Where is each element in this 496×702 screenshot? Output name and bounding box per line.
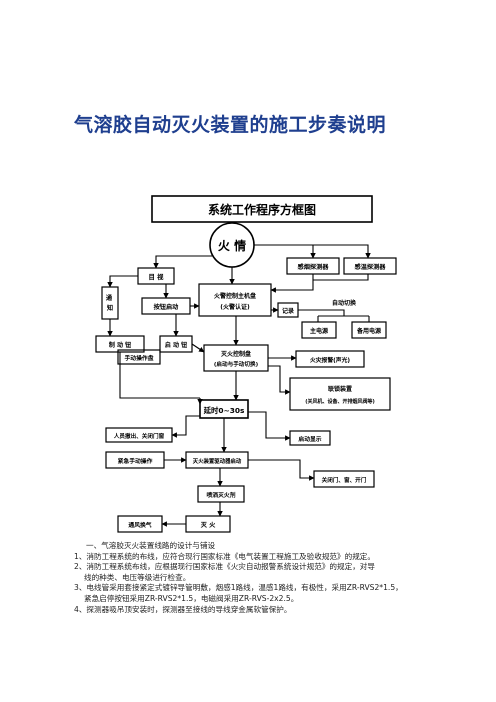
- disable-button-label: 制 动 钮: [109, 341, 131, 349]
- extinguisher-start-label: 灭火装置驱动器启动: [192, 457, 242, 465]
- paragraph-3: 3、电线管采用套接紧定式镀锌导管明敷，烟感1路线，温感1路线，有极性，采用ZR-…: [74, 583, 403, 593]
- document-title: 气溶胶自动灭火装置的施工步奏说明: [74, 114, 387, 136]
- manual-op-label: 手动操作盘: [125, 354, 154, 362]
- ventilate-label: 通风换气: [128, 521, 151, 529]
- paragraph-4: 4、探测器吸吊顶安装时，探测器至接线的导线穿金属软管保护。: [74, 604, 292, 614]
- controller-box: [198, 283, 272, 317]
- paragraph-1: 1、消防工程系统的布线，应符合现行国家标准《电气装置工程施工及验收规范》的规定。: [74, 551, 375, 561]
- record-label: 记录: [282, 307, 294, 315]
- paragraph-3-cont: 紧急启停按钮采用ZR-RVS2*1.5，电磁阀采用ZR-RVS-2x2.5。: [84, 593, 299, 603]
- delay-label: 延时0~30s: [203, 406, 245, 415]
- evacuate-label: 人员撤出、关闭门窗: [113, 432, 165, 440]
- emergency-start-label: 按钮启动: [154, 303, 179, 311]
- notify-label: 通 知: [106, 294, 114, 312]
- smoke-detector-label: 感烟探测器: [298, 263, 330, 271]
- fire-label: 火 情: [218, 238, 246, 253]
- start-button-label: 启 动 钮: [165, 341, 187, 349]
- start-indicator-label: 启动显示: [298, 435, 321, 443]
- backup-power-label: 备用电源: [356, 327, 381, 335]
- paragraph-2: 2、消防工程系统布线，应根据现行国家标准《火灾自动报警系统设计规范》的规定，对导: [74, 562, 375, 572]
- heading-box: [151, 195, 373, 223]
- notify-label-char: 知: [106, 304, 113, 312]
- controller-label-1: 火警控制主机盘: [214, 292, 256, 300]
- extinguish-label: 灭 火: [200, 521, 216, 529]
- extinguish-ctrl-label-2: (启动与手动切换): [214, 360, 259, 368]
- notify-label-text: 通: [106, 294, 113, 302]
- manual-op-box: [117, 349, 161, 365]
- linkage-box: [289, 377, 391, 411]
- heat-detector-label: 感温探测器: [355, 263, 387, 271]
- linkage-label-2: (关风机、设备、开排烟风阀等): [305, 398, 375, 405]
- visual-label: 目 视: [148, 272, 164, 281]
- emergency-stop-label: 紧急手动操作: [118, 457, 153, 465]
- auto-switch-label: 自动切换: [332, 299, 357, 307]
- notify-box: [101, 286, 119, 320]
- diagram-heading: 系统工作程序方框图: [208, 202, 316, 217]
- paragraph-heading: 一、气溶胶灭火装置线路的设计与铺设: [86, 541, 216, 550]
- paragraph-2-cont: 线的种类、电压等级进行检查。: [84, 572, 191, 582]
- controller-label-2: (火警认证): [220, 303, 250, 311]
- linkage-label-1: 联锁装置: [328, 385, 352, 393]
- close-door-label: 关闭门、窗、开门: [322, 476, 367, 484]
- main-power-label: 主电源: [310, 327, 328, 335]
- extinguish-ctrl-label-1: 灭火控制盘: [220, 350, 251, 358]
- spray-label: 喷洒灭火剂: [207, 491, 236, 499]
- body-text: 一、气溶胶灭火装置线路的设计与铺设 1、消防工程系统的布线，应符合现行国家标准《…: [74, 541, 484, 615]
- main-power-box: [301, 321, 337, 339]
- alarm-signal-label: 火灾报警(声光): [310, 356, 350, 364]
